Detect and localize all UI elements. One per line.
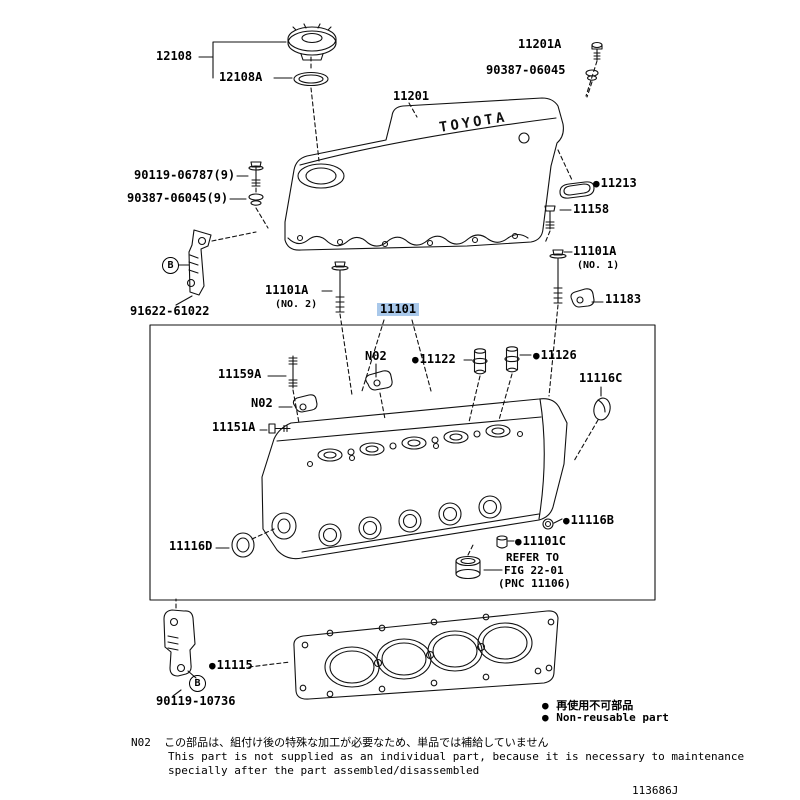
non-reusable-bullet: ● <box>542 699 549 712</box>
part-label-11159A[interactable]: 11159A <box>218 367 262 381</box>
refer-note-line1: REFER TO <box>506 551 559 564</box>
plug-11116C-drawing <box>593 397 611 421</box>
figure-number: 113686J <box>632 784 679 797</box>
refer-note-line2: FIG 22-01 <box>504 564 564 577</box>
cup-plug-11101C-drawing <box>496 535 508 549</box>
legend-en-text: Non-reusable part <box>556 711 669 724</box>
part-label-90119-06787[interactable]: 90119-06787(9) <box>134 168 236 182</box>
plug-11116B-drawing <box>542 518 554 530</box>
part-label-11101C-text: 11101C <box>522 534 566 548</box>
non-reusable-bullet: ● <box>412 353 419 366</box>
part-label-11158[interactable]: 11158 <box>573 202 610 216</box>
part-label-11101A-no2-sub: (NO. 2) <box>275 299 318 310</box>
seal-11116D-drawing <box>231 532 255 558</box>
clamp-n02-upper-drawing <box>365 370 393 391</box>
part-label-11115-text: 11115 <box>216 658 253 672</box>
refer-cup-plug-drawing <box>455 555 481 580</box>
note-ref-n02-upper: N02 <box>365 349 387 363</box>
part-label-11116B[interactable]: ●11116B <box>563 513 614 528</box>
part-label-90387-06045[interactable]: 90387-06045 <box>486 63 566 77</box>
footnote-line1: N02 この部品は、組付け後の特殊な加工が必要なため、単品では補給していません <box>131 734 548 750</box>
part-label-11115[interactable]: ●11115 <box>209 658 253 673</box>
part-label-12108A[interactable]: 12108A <box>219 70 263 84</box>
footnote-code: N02 <box>131 736 151 749</box>
legend-non-reusable-en: ● Non-reusable part <box>542 711 669 724</box>
part-label-11213-text: 11213 <box>600 176 637 190</box>
washer-90387-9-drawing <box>248 193 264 206</box>
footnote-line3: specially after the part assembled/disas… <box>168 764 480 777</box>
non-reusable-bullet: ● <box>533 349 540 362</box>
valve-guide-11122-drawing <box>472 348 488 375</box>
screw-11201A-drawing <box>591 41 603 61</box>
bolt-11158-drawing <box>544 205 556 230</box>
part-label-11126-text: 11126 <box>540 348 577 362</box>
bracket-bottom-drawing <box>163 609 196 677</box>
part-label-11126[interactable]: ●11126 <box>533 348 577 363</box>
part-label-11122[interactable]: ●11122 <box>412 352 456 367</box>
clamp-n02-lower-drawing <box>292 394 318 413</box>
part-label-11101[interactable]: 11101 <box>377 303 420 316</box>
non-reusable-bullet: ● <box>593 177 600 190</box>
dashed-leader-lines <box>175 56 599 668</box>
legend-jp-text: 再使用不可部品 <box>556 699 634 712</box>
part-label-11213[interactable]: ●11213 <box>593 176 637 191</box>
part-label-11201A[interactable]: 11201A <box>518 37 562 51</box>
toyota-logo-text: TOYOTA <box>438 109 508 136</box>
head-bolt-no1-drawing <box>549 249 567 304</box>
washer-90387-top-drawing <box>585 69 599 81</box>
part-label-11116D[interactable]: 11116D <box>169 539 213 553</box>
part-group-box <box>149 324 656 601</box>
part-label-11101A-no1[interactable]: 11101A <box>573 244 617 258</box>
valve-guide-11126-drawing <box>504 346 520 373</box>
part-label-11116B-text: 11116B <box>570 513 614 527</box>
leader-lines <box>172 41 604 697</box>
head-gasket-drawing <box>293 610 559 700</box>
non-reusable-bullet: ● <box>542 711 549 724</box>
legend-non-reusable-jp: ● 再使用不可部品 <box>542 697 633 713</box>
part-label-11101A-no2[interactable]: 11101A <box>265 283 309 297</box>
oil-filler-cap-drawing <box>287 23 337 61</box>
stud-11159A-drawing <box>288 355 298 389</box>
part-label-12108[interactable]: 12108 <box>156 49 193 63</box>
non-reusable-bullet: ● <box>209 659 216 672</box>
part-label-11151A[interactable]: 11151A <box>212 420 256 434</box>
refer-note-line3: (PNC 11106) <box>498 577 571 590</box>
b-mark-bottom: B <box>189 675 206 692</box>
part-label-90387-06045-9[interactable]: 90387-06045(9) <box>127 191 229 205</box>
bracket-91622-drawing <box>186 229 212 296</box>
head-bolt-no2-drawing <box>331 261 349 313</box>
part-label-90119-10736[interactable]: 90119-10736 <box>156 694 236 708</box>
footnote-line2: This part is not supplied as an individu… <box>168 750 745 763</box>
valve-cover-drawing: TOYOTA <box>284 97 564 251</box>
cylinder-head-drawing <box>261 398 568 560</box>
part-11183-drawing <box>570 288 595 308</box>
part-label-11201[interactable]: 11201 <box>393 89 430 103</box>
gasket-11213-drawing <box>559 181 595 199</box>
part-label-91622-61022[interactable]: 91622-61022 <box>130 304 210 318</box>
cap-gasket-drawing <box>293 71 329 87</box>
non-reusable-bullet: ● <box>563 514 570 527</box>
part-label-11101A-no1-sub: (NO. 1) <box>577 260 620 271</box>
b-mark-top: B <box>162 257 179 274</box>
part-label-11183[interactable]: 11183 <box>605 292 642 306</box>
footnote-jp: この部品は、組付け後の特殊な加工が必要なため、単品では補給していません <box>164 736 549 749</box>
part-label-11116C[interactable]: 11116C <box>579 371 623 385</box>
bolt-90119-06787-drawing <box>248 161 264 187</box>
part-label-11101C[interactable]: ●11101C <box>515 534 566 549</box>
part-label-11122-text: 11122 <box>419 352 456 366</box>
non-reusable-bullet: ● <box>515 535 522 548</box>
note-ref-n02-lower: N02 <box>251 396 273 410</box>
